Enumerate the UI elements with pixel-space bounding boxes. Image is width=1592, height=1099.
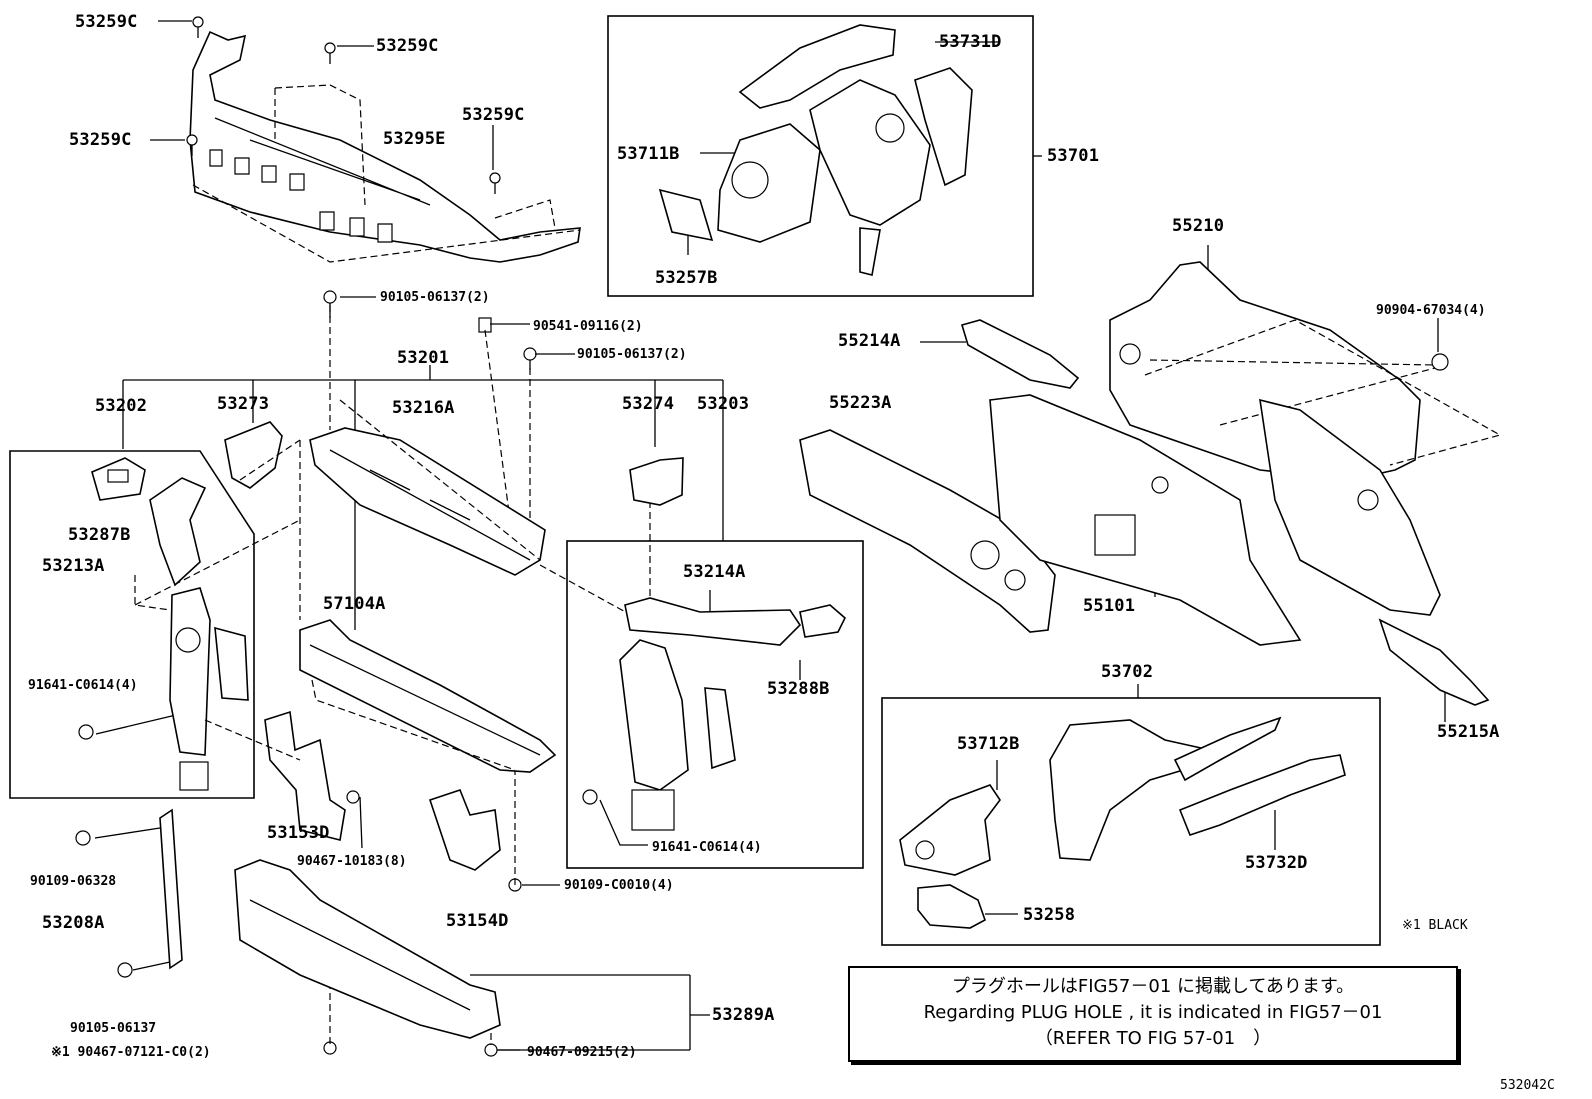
box-53202: [9, 450, 255, 799]
part-label[interactable]: 53273: [217, 394, 270, 414]
part-label[interactable]: 53154D: [446, 911, 509, 931]
note-refer: （REFER TO FIG 57-01 ）: [1034, 1028, 1272, 1049]
part-label[interactable]: 53259C: [376, 36, 439, 56]
part-53216A: [309, 427, 546, 576]
part-55215A: [1378, 618, 1490, 706]
part-55223A: [799, 429, 1056, 633]
part-label[interactable]: 90105-06137: [70, 1021, 157, 1036]
part-53208A: [159, 808, 183, 970]
part-53287B: [91, 457, 146, 501]
part-pillar-left: [169, 587, 249, 791]
part-label[interactable]: 53289A: [712, 1005, 775, 1025]
part-53702-center: [1049, 716, 1282, 861]
reference-note: プラグホールはFIG57－01 に掲載してあります。 Regarding PLU…: [848, 966, 1458, 1062]
note-english: Regarding PLUG HOLE , it is indicated in…: [923, 1002, 1383, 1023]
part-label[interactable]: 53213A: [42, 556, 105, 576]
part-53257B: [658, 188, 714, 242]
part-label[interactable]: 53702: [1101, 662, 1154, 682]
part-label[interactable]: 53202: [95, 396, 148, 416]
part-label[interactable]: 53258: [1023, 905, 1076, 925]
part-label[interactable]: 53257B: [655, 268, 718, 288]
part-label[interactable]: 53295E: [383, 129, 446, 149]
part-label[interactable]: 53259C: [462, 105, 525, 125]
part-53711B: [717, 123, 821, 243]
part-55101: [989, 394, 1302, 646]
part-label[interactable]: 55210: [1172, 216, 1225, 236]
part-label[interactable]: 55214A: [838, 331, 901, 351]
part-label[interactable]: 55223A: [829, 393, 892, 413]
part-label[interactable]: 90109-06328: [30, 874, 117, 889]
part-label[interactable]: 53208A: [42, 913, 105, 933]
part-label[interactable]: 53274: [622, 394, 675, 414]
clip-icons: [75, 16, 1449, 1057]
part-53153D: [264, 710, 346, 841]
part-label[interactable]: ※1 90467-07121-C0(2): [51, 1045, 211, 1060]
part-label[interactable]: 53216A: [392, 398, 455, 418]
part-pillar-right: [619, 639, 736, 831]
part-53214A: [624, 597, 802, 646]
part-55214A: [960, 319, 1080, 389]
part-label[interactable]: 90541-09116(2): [533, 319, 643, 334]
part-label[interactable]: 90467-09215(2): [527, 1045, 637, 1060]
part-53154D: [428, 789, 501, 871]
box-53702: [881, 697, 1381, 946]
box-53203: [566, 540, 864, 869]
part-label[interactable]: 53287B: [68, 525, 131, 545]
part-53274: [629, 457, 684, 506]
part-label[interactable]: 90105-06137(2): [380, 290, 490, 305]
part-label[interactable]: 53711B: [617, 144, 680, 164]
part-label[interactable]: 53288B: [767, 679, 830, 699]
part-53288B: [799, 604, 846, 638]
bracket-53201: [122, 365, 724, 630]
part-label[interactable]: 90109-C0010(4): [564, 878, 674, 893]
part-53731D: [738, 24, 896, 109]
part-label[interactable]: 57104A: [323, 594, 386, 614]
part-label[interactable]: 53712B: [957, 734, 1020, 754]
part-label[interactable]: 53201: [397, 348, 450, 368]
part-53732D: [1178, 754, 1346, 836]
part-label[interactable]: 53732D: [1245, 853, 1308, 873]
part-label[interactable]: 53259C: [75, 12, 138, 32]
part-label[interactable]: 90904-67034(4): [1376, 303, 1486, 318]
part-55210-lower: [1259, 398, 1441, 616]
part-label[interactable]: 53731D: [939, 32, 1002, 52]
footnote-black: ※1 BLACK: [1402, 918, 1468, 933]
part-label[interactable]: 53153D: [267, 823, 330, 843]
part-53258: [917, 884, 986, 929]
part-53213A: [149, 477, 207, 587]
part-53289A: [234, 859, 501, 1039]
part-53712B: [899, 784, 1001, 876]
bracket-53289A: [470, 974, 710, 1051]
part-label[interactable]: 55101: [1083, 596, 1136, 616]
part-label[interactable]: 53259C: [69, 130, 132, 150]
document-id: 532042C: [1500, 1078, 1555, 1093]
part-label[interactable]: 53701: [1047, 146, 1100, 166]
part-label[interactable]: 53214A: [683, 562, 746, 582]
note-japanese: プラグホールはFIG57－01 に掲載してあります。: [951, 976, 1355, 997]
part-53295E: [189, 30, 581, 263]
part-label[interactable]: 53203: [697, 394, 750, 414]
part-label[interactable]: 91641-C0614(4): [652, 840, 762, 855]
part-57104A: [299, 619, 557, 773]
part-53273: [224, 421, 283, 489]
part-label[interactable]: 90467-10183(8): [297, 854, 407, 869]
part-label[interactable]: 55215A: [1437, 722, 1500, 742]
part-53701-center: [809, 67, 973, 276]
part-label[interactable]: 90105-06137(2): [577, 347, 687, 362]
part-label[interactable]: 91641-C0614(4): [28, 678, 138, 693]
